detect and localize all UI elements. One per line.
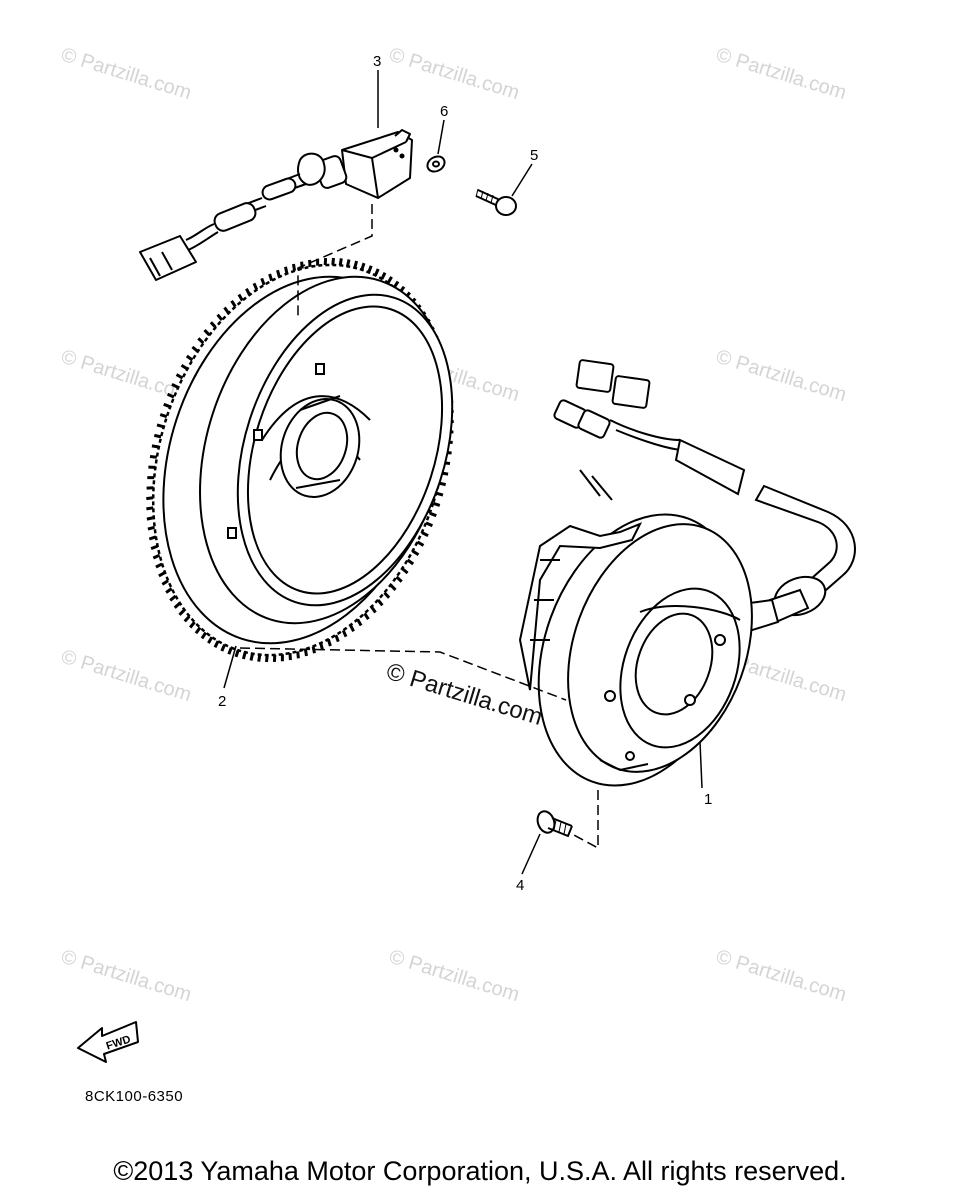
watermark: © Partzilla.com bbox=[714, 346, 849, 406]
part-2-rotor[interactable] bbox=[105, 227, 495, 694]
watermark: © Partzilla.com bbox=[714, 946, 849, 1006]
fwd-arrow-icon: FWD bbox=[77, 1021, 139, 1063]
callout-2: 2 bbox=[218, 693, 226, 710]
part-1-stator[interactable] bbox=[503, 359, 856, 814]
callout-3: 3 bbox=[373, 53, 381, 70]
part-4-screw[interactable] bbox=[535, 809, 573, 838]
part-5-bolt[interactable] bbox=[475, 188, 517, 216]
copyright-notice: ©2013 Yamaha Motor Corporation, U.S.A. A… bbox=[113, 1156, 847, 1186]
watermark: © Partzilla.com bbox=[714, 44, 849, 104]
callout-1: 1 bbox=[704, 791, 712, 808]
callout-5: 5 bbox=[530, 147, 538, 164]
part-3-pickup-coil[interactable] bbox=[139, 129, 413, 281]
diagram-code: 8CK100-6350 bbox=[85, 1088, 184, 1105]
callout-6: 6 bbox=[440, 103, 448, 120]
watermark: © Partzilla.com bbox=[59, 646, 194, 706]
part-6-washer[interactable] bbox=[425, 153, 448, 174]
watermark: © Partzilla.com bbox=[59, 44, 194, 104]
watermark-center: © Partzilla.com bbox=[383, 658, 546, 731]
watermark: © Partzilla.com bbox=[59, 946, 194, 1006]
watermark: © Partzilla.com bbox=[387, 44, 522, 104]
watermark: © Partzilla.com bbox=[387, 946, 522, 1006]
callout-4: 4 bbox=[516, 877, 524, 894]
leader-lines bbox=[223, 70, 703, 875]
callouts: 3 6 5 2 1 4 bbox=[218, 53, 712, 894]
